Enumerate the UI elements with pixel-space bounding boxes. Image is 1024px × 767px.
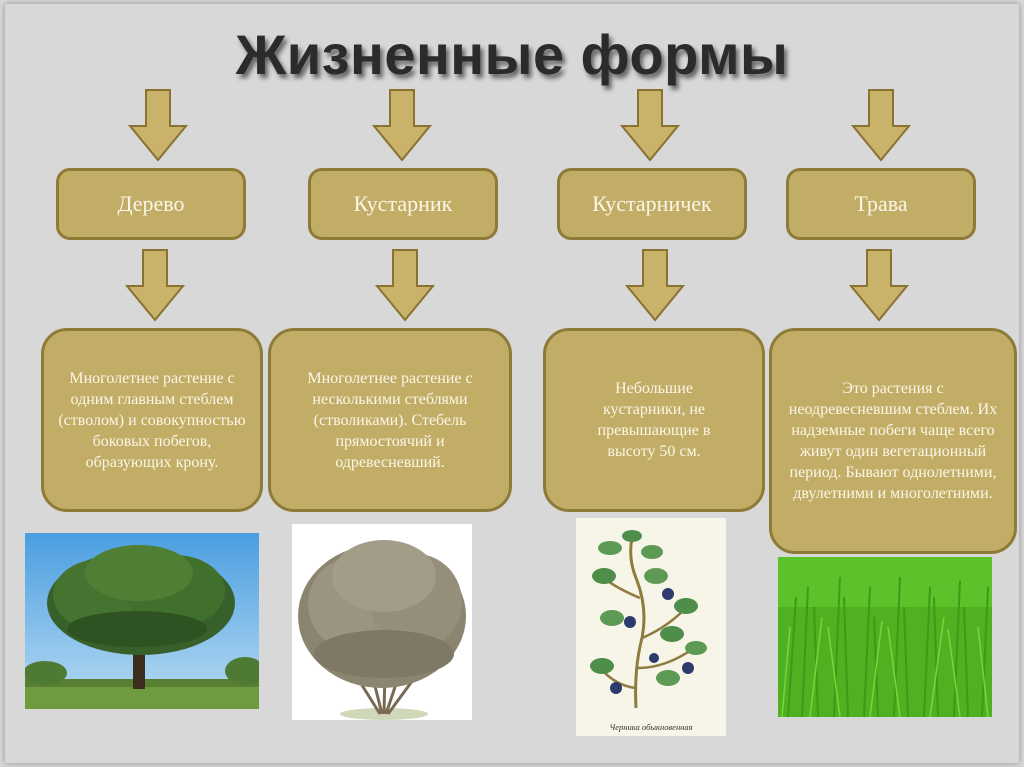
form-description: Это растения с неодревесневшим стеблем. … xyxy=(788,380,998,502)
form-description: Небольшие кустарники, не превышающие в в… xyxy=(597,380,711,460)
form-box-shrub: Кустарник xyxy=(308,168,498,240)
image-caption: Черника обыкновенная xyxy=(609,722,692,732)
slide-title: Жизненные формы xyxy=(235,23,789,86)
description-box-subshrub: Небольшие кустарники, не превышающие в в… xyxy=(543,328,765,512)
form-label: Кустарничек xyxy=(592,191,712,216)
form-box-herb: Трава xyxy=(786,168,976,240)
description-box-tree: Многолетнее растение с одним главным сте… xyxy=(41,328,263,512)
form-description: Многолетнее растение с несколькими стебл… xyxy=(307,369,473,471)
form-label: Трава xyxy=(854,191,908,216)
blueberry-drawing: Черника обыкновенная xyxy=(576,518,726,736)
form-box-tree: Дерево xyxy=(56,168,246,240)
form-label: Кустарник xyxy=(353,191,453,216)
down-arrow-icon xyxy=(618,88,682,164)
down-arrow-icon xyxy=(847,248,911,324)
description-box-shrub: Многолетнее растение с несколькими стебл… xyxy=(268,328,512,512)
down-arrow-icon xyxy=(623,248,687,324)
down-arrow-icon xyxy=(370,88,434,164)
shrub-drawing xyxy=(292,524,472,720)
slide: Жизненные формы Дерево Кустарник Кустарн… xyxy=(5,4,1019,763)
down-arrow-icon xyxy=(126,88,190,164)
form-box-subshrub: Кустарничек xyxy=(557,168,747,240)
down-arrow-icon xyxy=(123,248,187,324)
down-arrow-icon xyxy=(373,248,437,324)
description-box-herb: Это растения с неодревесневшим стеблем. … xyxy=(769,328,1017,554)
tree-photo xyxy=(25,533,259,709)
form-label: Дерево xyxy=(117,191,185,216)
down-arrow-icon xyxy=(849,88,913,164)
grass-photo xyxy=(778,557,992,717)
form-description: Многолетнее растение с одним главным сте… xyxy=(58,369,246,471)
